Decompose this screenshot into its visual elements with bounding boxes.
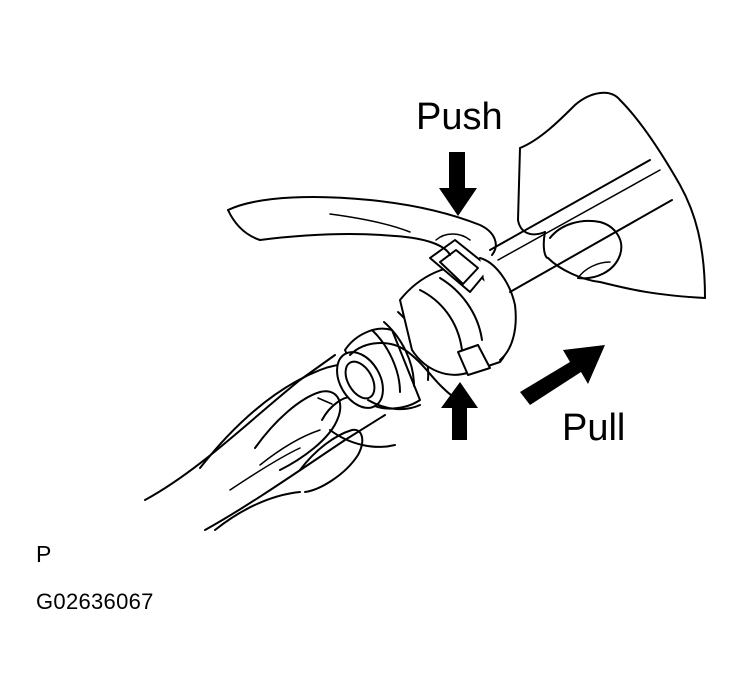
push-arrow-down-icon	[439, 152, 477, 216]
upper-hand	[227, 91, 706, 299]
push-arrow-up-icon	[441, 382, 478, 440]
push-label: Push	[416, 96, 503, 138]
pull-arrow-icon	[520, 345, 605, 405]
pull-label: Pull	[562, 407, 626, 449]
figure-prefix: P	[36, 541, 52, 567]
quick-connector	[336, 233, 517, 410]
fuel-pipe	[489, 159, 673, 293]
figure-id: G02636067	[36, 589, 154, 614]
hose	[144, 354, 386, 531]
